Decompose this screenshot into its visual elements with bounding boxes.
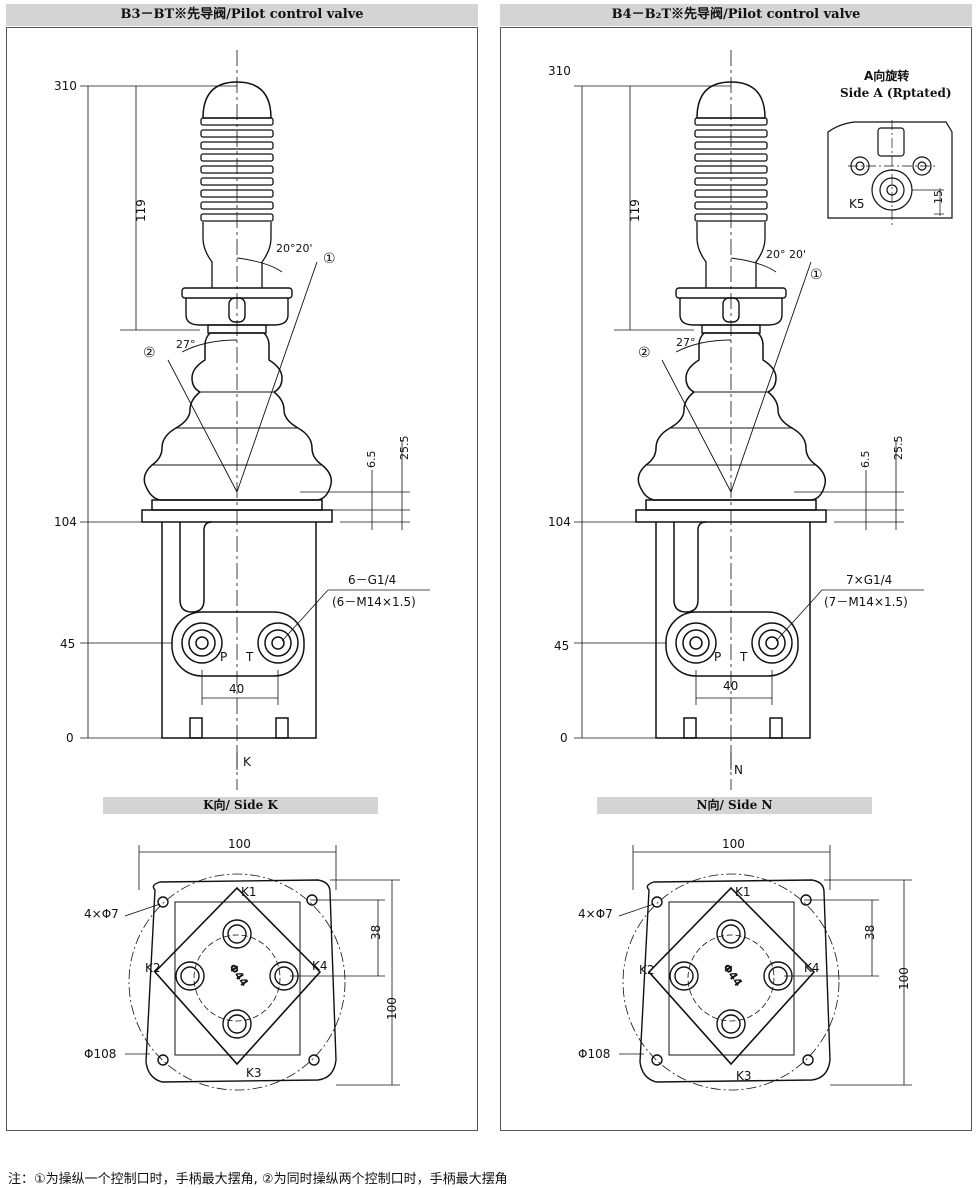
- port-k1: K1: [241, 885, 257, 899]
- side-n-height-100: 100: [897, 967, 911, 990]
- dim-0: 0: [66, 731, 74, 745]
- dia-108-label: Φ108: [84, 1047, 116, 1061]
- dim-310: 310: [54, 79, 77, 93]
- handle-grip: [200, 117, 274, 288]
- side-k-height-100: 100: [385, 997, 399, 1020]
- footnote: 注：①为操纵一个控制口时，手柄最大摆角, ②为同时操纵两个控制口时，手柄最大摆角: [8, 1172, 508, 1187]
- valve-body: [655, 521, 811, 739]
- port-label-t: T: [245, 650, 254, 664]
- dim-25-5: 25.5: [398, 436, 411, 461]
- angle-20-20: 20° 20': [766, 248, 806, 261]
- side-n-width-100: 100: [722, 837, 745, 851]
- port-k3: K3: [736, 1069, 752, 1083]
- left-drawing-title: B3－BT※先导阀/Pilot control valve: [6, 4, 478, 26]
- angle-27: 27°: [676, 336, 696, 349]
- dia-44-label: Φ44: [720, 961, 745, 989]
- port-label-t: T: [739, 650, 748, 664]
- mount-holes-label: 4×Φ7: [578, 907, 613, 921]
- dim-310: 310: [548, 64, 571, 78]
- side-k-dim-38: 38: [369, 925, 383, 940]
- height-dimensions: [80, 85, 430, 770]
- dim-0: 0: [560, 731, 568, 745]
- view-arrow-label: K: [243, 755, 252, 769]
- handle-grip: [694, 117, 768, 288]
- right-drawing: 310 104 45 0 119 6.5 25.5 40 20° 20' 27°…: [548, 50, 953, 1091]
- side-view-k: [128, 873, 346, 1091]
- side-a-inset: [827, 120, 953, 228]
- handle-knob: [696, 81, 766, 119]
- dim-45: 45: [554, 639, 569, 653]
- dia-108-label: Φ108: [578, 1047, 610, 1061]
- callout-2: ②: [143, 345, 156, 361]
- valve-body: [161, 521, 317, 739]
- height-dimensions: [574, 85, 924, 770]
- dim-119: 119: [628, 199, 642, 222]
- rubber-boot: [637, 332, 827, 501]
- port-spec-1: 7×G1/4: [846, 573, 892, 587]
- dim-104: 104: [548, 515, 571, 529]
- handle-knob: [202, 81, 272, 119]
- port-spec-2: (7－M14×1.5): [824, 595, 908, 609]
- dim-40: 40: [229, 682, 244, 696]
- view-arrow-label: N: [734, 763, 743, 777]
- side-view-n: [622, 873, 840, 1091]
- port-label-p: P: [714, 650, 721, 664]
- callout-1: ①: [323, 251, 336, 267]
- side-a-title-en: Side A (Rptated): [840, 86, 952, 100]
- port-label-p: P: [220, 650, 227, 664]
- dim-25-5: 25.5: [892, 436, 905, 461]
- angle-20-20: 20°20': [276, 242, 313, 255]
- side-a-dim-15: 15: [932, 190, 945, 204]
- right-drawing-title: B4－B₂T※先导阀/Pilot control valve: [500, 4, 972, 26]
- port-k2: K2: [639, 963, 655, 977]
- dim-6-5: 6.5: [365, 451, 378, 469]
- port-k1: K1: [735, 885, 751, 899]
- angle-27: 27°: [176, 338, 196, 351]
- side-a-k5: K5: [849, 197, 865, 211]
- dim-119: 119: [134, 199, 148, 222]
- swing-angle-lines: [661, 257, 812, 493]
- side-a-title-cn: A向旋转: [864, 68, 909, 83]
- dim-45: 45: [60, 637, 75, 651]
- mounting-flange: [635, 499, 827, 523]
- left-drawing: 310 104 45 0 119 6.5 25.5 40 20°20' 27° …: [54, 50, 430, 1091]
- right-side-view-title: N向/ Side N: [597, 797, 872, 814]
- handle-collar: [675, 287, 787, 334]
- side-n-dim-38: 38: [863, 925, 877, 940]
- dim-6-5: 6.5: [859, 451, 872, 469]
- left-side-view-title: K向/ Side K: [103, 797, 378, 814]
- dim-104: 104: [54, 515, 77, 529]
- port-k4: K4: [312, 959, 328, 973]
- mount-holes-label: 4×Φ7: [84, 907, 119, 921]
- swing-angle-lines: [167, 257, 318, 493]
- port-spec-2: (6－M14×1.5): [332, 595, 416, 609]
- port-k3: K3: [246, 1066, 262, 1080]
- mounting-flange: [141, 499, 333, 523]
- callout-1: ①: [810, 267, 823, 283]
- dim-40: 40: [723, 679, 738, 693]
- side-k-width-100: 100: [228, 837, 251, 851]
- port-k4: K4: [804, 961, 820, 975]
- side-view-k-dimensions: [124, 845, 400, 1086]
- port-spec-1: 6－G1/4: [348, 573, 396, 587]
- side-view-n-dimensions: [618, 845, 912, 1086]
- handle-collar: [181, 287, 293, 334]
- callout-2: ②: [638, 345, 651, 361]
- port-k2: K2: [145, 961, 161, 975]
